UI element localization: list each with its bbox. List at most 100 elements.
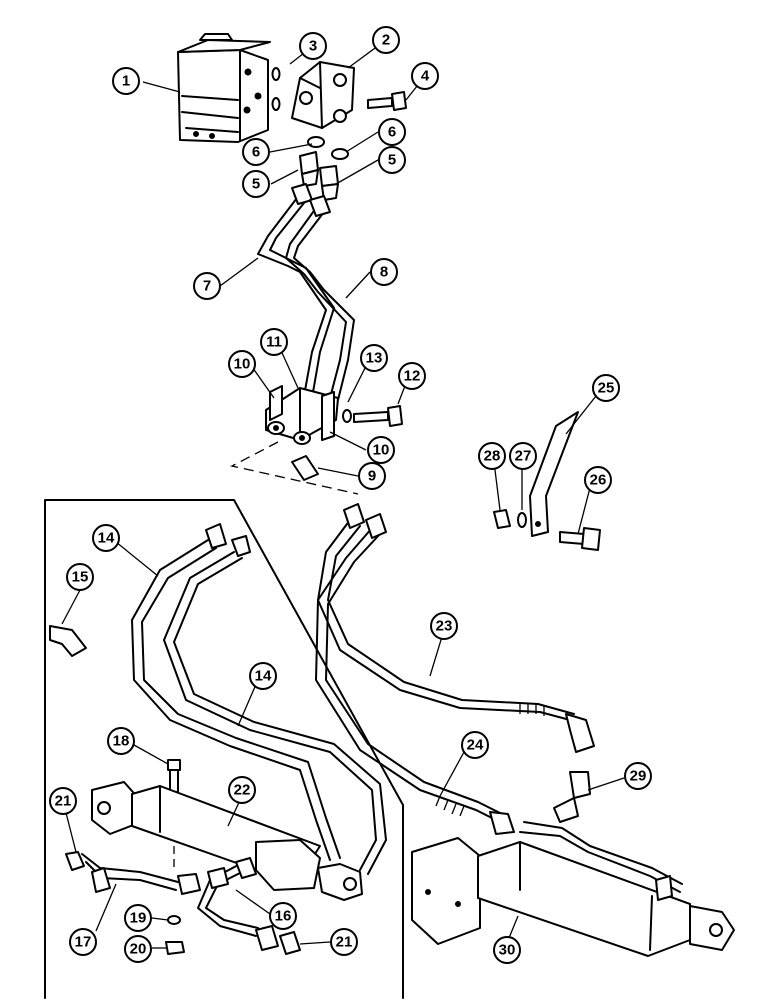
- svg-text:30: 30: [499, 942, 516, 959]
- svg-text:18: 18: [113, 733, 130, 750]
- svg-text:23: 23: [436, 618, 453, 635]
- svg-text:11: 11: [266, 334, 282, 351]
- callout-10-right: 10: [367, 436, 395, 464]
- svg-text:8: 8: [380, 264, 388, 281]
- svg-text:14: 14: [98, 530, 115, 547]
- steering-cylinder-30: [411, 821, 735, 957]
- svg-text:5: 5: [388, 152, 396, 169]
- callout-21-right: 21: [330, 928, 358, 956]
- callout-11: 11: [260, 328, 288, 356]
- callout-14-mid: 14: [249, 662, 277, 690]
- callout-3: 3: [299, 32, 327, 60]
- elbow-21a: [65, 851, 85, 871]
- callout-26: 26: [584, 466, 612, 494]
- callout-9: 9: [358, 462, 386, 490]
- callout-19: 19: [124, 904, 152, 932]
- washer-27: [517, 512, 527, 528]
- svg-text:6: 6: [252, 144, 260, 161]
- bolt-4: [367, 91, 407, 111]
- steel-pipe-8: [285, 207, 355, 401]
- callout-6-right: 6: [378, 118, 406, 146]
- svg-text:1: 1: [122, 73, 130, 90]
- callout-21-left: 21: [49, 787, 77, 815]
- elbow-21b: [279, 931, 301, 955]
- sleeve-9: [291, 455, 319, 481]
- svg-text:29: 29: [630, 768, 647, 785]
- callout-29: 29: [624, 762, 652, 790]
- bracket-25: [529, 411, 579, 537]
- svg-text:27: 27: [515, 448, 532, 465]
- svg-text:15: 15: [72, 569, 89, 586]
- bolt-12: [353, 405, 403, 427]
- pipe-16: [197, 857, 279, 951]
- seal-6b: [331, 148, 349, 160]
- svg-text:19: 19: [130, 910, 147, 927]
- callout-25: 25: [592, 374, 620, 402]
- callout-22: 22: [228, 776, 256, 804]
- bolt-26: [559, 527, 601, 551]
- svg-text:16: 16: [275, 908, 292, 925]
- callout-8: 8: [370, 258, 398, 286]
- pipe-17: [81, 853, 201, 895]
- svg-text:20: 20: [130, 941, 147, 958]
- svg-text:28: 28: [484, 448, 501, 465]
- callout-24: 24: [461, 731, 489, 759]
- adapter-5a: [299, 151, 319, 187]
- svg-text:17: 17: [75, 934, 92, 951]
- callout-16: 16: [269, 902, 297, 930]
- callout-28: 28: [478, 442, 506, 470]
- svg-text:4: 4: [421, 68, 430, 85]
- svg-text:14: 14: [255, 668, 272, 685]
- svg-text:9: 9: [368, 468, 376, 485]
- svg-text:24: 24: [467, 737, 484, 754]
- adapter-5b: [319, 165, 339, 201]
- callout-17: 17: [69, 928, 97, 956]
- callout-6-left: 6: [242, 138, 270, 166]
- callout-23: 23: [430, 612, 458, 640]
- callout-1: 1: [112, 67, 140, 95]
- hose-23: [317, 503, 595, 753]
- svg-text:2: 2: [382, 32, 390, 49]
- svg-text:10: 10: [234, 356, 251, 373]
- steering-cylinder-22: [91, 781, 363, 901]
- callout-12: 12: [398, 362, 426, 390]
- hose-14b: [163, 535, 387, 875]
- svg-text:10: 10: [373, 442, 390, 459]
- callout-20: 20: [124, 935, 152, 963]
- bulkhead-block: [265, 385, 339, 445]
- steering-motor: [177, 33, 271, 143]
- callout-27: 27: [509, 442, 537, 470]
- svg-text:26: 26: [590, 472, 607, 489]
- hose-14a: [131, 523, 341, 861]
- steel-pipe-7: [257, 193, 335, 399]
- svg-text:12: 12: [404, 368, 421, 385]
- nut-28: [493, 509, 511, 529]
- washer-13: [342, 409, 352, 423]
- svg-text:3: 3: [309, 38, 317, 55]
- svg-text:22: 22: [234, 782, 251, 799]
- callout-10-left: 10: [228, 350, 256, 378]
- callout-18: 18: [107, 727, 135, 755]
- svg-text:21: 21: [336, 934, 353, 951]
- callout-30: 30: [493, 936, 521, 964]
- svg-text:13: 13: [366, 350, 383, 367]
- svg-text:25: 25: [598, 380, 615, 397]
- clip-15: [49, 625, 87, 657]
- callout-15: 15: [66, 563, 94, 591]
- seal-6a: [307, 136, 325, 148]
- dashed-guide-line: [230, 441, 359, 495]
- adapter-block: [291, 61, 355, 129]
- callout-5-left: 5: [242, 170, 270, 198]
- nut-20: [165, 941, 185, 955]
- callout-2: 2: [372, 26, 400, 54]
- svg-text:21: 21: [55, 793, 72, 810]
- o-ring-3b: [271, 97, 281, 111]
- inset-boundary: [44, 499, 404, 999]
- o-ring-3a: [271, 67, 281, 81]
- callout-5-right: 5: [378, 146, 406, 174]
- callout-13: 13: [360, 344, 388, 372]
- elbow-29: [553, 771, 591, 823]
- svg-text:6: 6: [388, 124, 396, 141]
- callout-14-top: 14: [92, 524, 120, 552]
